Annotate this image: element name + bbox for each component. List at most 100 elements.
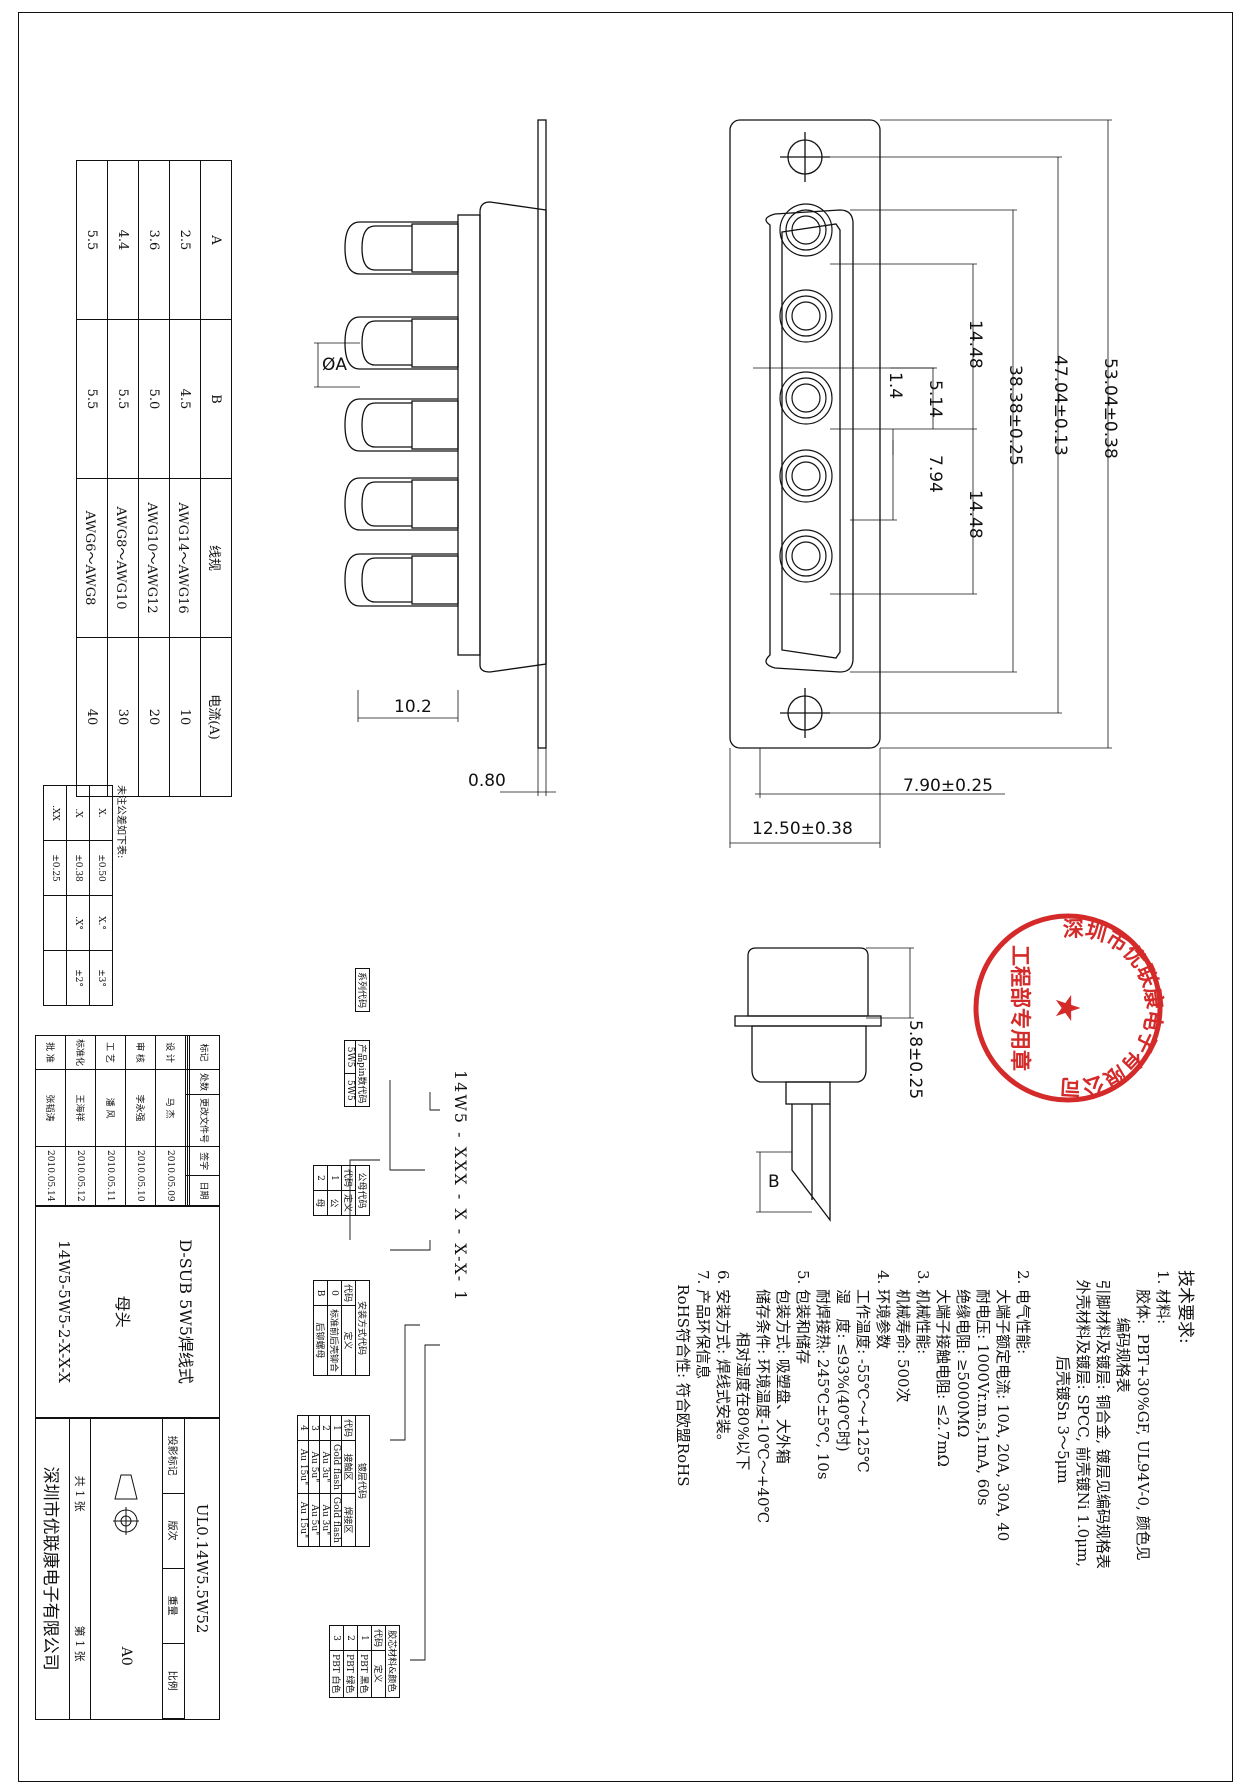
tolerance-cell: ±0.50 (89, 840, 113, 896)
tech-req-line: 机械寿命: 500次 (894, 1270, 912, 1403)
bottom-view-body (747, 947, 869, 1017)
wire-table-header: 线规 (200, 478, 232, 638)
tech-req-line: 6. 安装方式: 焊线式安装。 (714, 1270, 732, 1449)
wire-table-cell: 5.0 (138, 319, 170, 479)
tech-req-line: 1. 材料: (1154, 1270, 1172, 1325)
plating-code-cell: 3 (308, 1415, 320, 1441)
tolerance-cell: ±3° (89, 950, 113, 1006)
title-block-signer: 李永强 (125, 1069, 156, 1147)
solder-cup-1 (344, 221, 459, 275)
title-block-role: 审 核 (125, 1035, 156, 1070)
title-block-date: 2010.05.14 (35, 1146, 66, 1206)
title-block-empty (187, 1035, 190, 1070)
title-block-date: 2010.05.09 (155, 1146, 186, 1206)
tech-req-line: 4. 环境参数 (874, 1270, 892, 1350)
plating-code-cell: Au 3u" (319, 1493, 331, 1547)
svg-text:★: ★ (1047, 993, 1087, 1023)
tolerance-title: 未注公差如下表: (115, 785, 126, 859)
dim-514: 5.14 (925, 380, 945, 418)
wire-table-header: A (200, 160, 232, 320)
wire-table-cell: 5.5 (107, 319, 139, 479)
title-block-empty (185, 1146, 188, 1176)
contact-3 (779, 371, 833, 425)
insulator-code-header: 代码 (371, 1625, 386, 1651)
dim-4704: 47.04±0.13 (1050, 355, 1070, 456)
pin-count-cell: 5W5 (344, 1073, 356, 1107)
insulator-code-cell: PBT 白色 (329, 1650, 344, 1698)
tech-req-line: 外壳材料及镀层: SPCC, 前壳镀Ni 1.0μm, (1074, 1270, 1092, 1567)
tech-req-line: 包装方式: 吸塑盘、大外箱 (774, 1270, 792, 1464)
series-code-box: 系列代码 (355, 968, 370, 1012)
plating-code-cell: 2 (319, 1415, 331, 1441)
projection-symbol-icon (113, 1474, 140, 1536)
plating-code-cell: Au 5u" (308, 1493, 320, 1547)
plating-code-cell: Au 15u" (297, 1440, 309, 1494)
tolerance-cell: .XX (43, 785, 67, 841)
tech-req-line: 大端子接触电阻: ≤2.7mΩ (934, 1270, 952, 1467)
company-name: 深圳市优联康电子有限公司 (40, 1466, 60, 1671)
tolerance-cell: .X° (66, 895, 90, 951)
plating-code-header: 接触区 (341, 1440, 356, 1494)
mount-code-cell: 后铆螺母 (313, 1305, 328, 1376)
front-flange (729, 119, 881, 749)
wire-table-cell: 2.5 (169, 160, 201, 320)
insulator-code-cell: 3 (329, 1625, 344, 1651)
solder-cup-2 (344, 316, 459, 370)
contact-2 (779, 289, 833, 343)
solder-cup-5 (344, 553, 459, 607)
insulator-code-cell: PBT 黑色 (357, 1650, 372, 1698)
plating-code-cell: 1 (330, 1415, 342, 1441)
wire-table-header: 电流(A) (200, 637, 232, 797)
version: A0 (118, 1646, 135, 1666)
tech-req-line: 工作温度: -55℃～+125℃ (854, 1270, 872, 1473)
wire-table-cell: 3.6 (138, 160, 170, 320)
tolerance-cell (43, 950, 67, 1006)
drawing-frame (18, 12, 1233, 1782)
title-block-header: 标记 (189, 1035, 220, 1070)
title-block-signer: 张韬涛 (35, 1069, 66, 1147)
sheets-total: 共 1 张 (73, 1475, 86, 1512)
drawing-number: UL0.14W5.5W52 (184, 1418, 219, 1719)
dim-080: 0.80 (468, 771, 506, 791)
title-block-header: 更改文件号 (189, 1094, 220, 1147)
wire-table-cell: 10 (169, 637, 201, 797)
dim-1448-a: 14.48 (965, 320, 985, 369)
contact-5 (779, 529, 833, 583)
insulator-code-cell: PBT 绿色 (343, 1650, 358, 1698)
pin-count-title: 产品pin数代码 (355, 1040, 370, 1107)
product-name-cell: D-SUB 5W5焊线式 母头 14W5-5W5-2-X-X-X (35, 1205, 220, 1418)
title-block-label: 重量 (163, 1568, 184, 1644)
tech-req-line: 耐电压: 1000Vr.m.s,1mA, 60s (974, 1270, 992, 1506)
part-number: 14W5-5W5-2-X-X-X (55, 1240, 74, 1383)
wire-table-header: B (200, 319, 232, 479)
tech-req-line: 耐焊接热: 245℃±5℃, 10s (814, 1270, 832, 1480)
gender-code-header: 定义 (341, 1190, 356, 1216)
dim-14: 1.4 (885, 372, 905, 400)
mount-code-header: 代码 (341, 1280, 356, 1306)
title-block-empty (185, 1069, 188, 1095)
title-block-empty (187, 1146, 190, 1176)
wire-table-cell: 20 (138, 637, 170, 797)
tech-req-line: 储存条件: 环境温度-10℃～+40℃ (754, 1270, 772, 1524)
gender-code-cell: 公 (327, 1190, 342, 1216)
wire-table-cell: 4.5 (169, 319, 201, 479)
tolerance-cell: ±2° (66, 950, 90, 1006)
title-block-label: 比例 (163, 1643, 184, 1719)
dim-phi-a: ØA (322, 355, 348, 375)
wire-table-cell: AWG10～AWG12 (138, 478, 170, 638)
plating-code-title: 镀层代码 (355, 1415, 370, 1547)
gender-code-header: 代码 (341, 1165, 356, 1191)
wire-table-cell: AWG6～AWG8 (76, 478, 108, 638)
mount-code-cell: 0 (327, 1280, 342, 1306)
mount-code-cell: 标准前后壳铆合 (327, 1305, 342, 1376)
title-block-header: 日期 (189, 1175, 220, 1206)
